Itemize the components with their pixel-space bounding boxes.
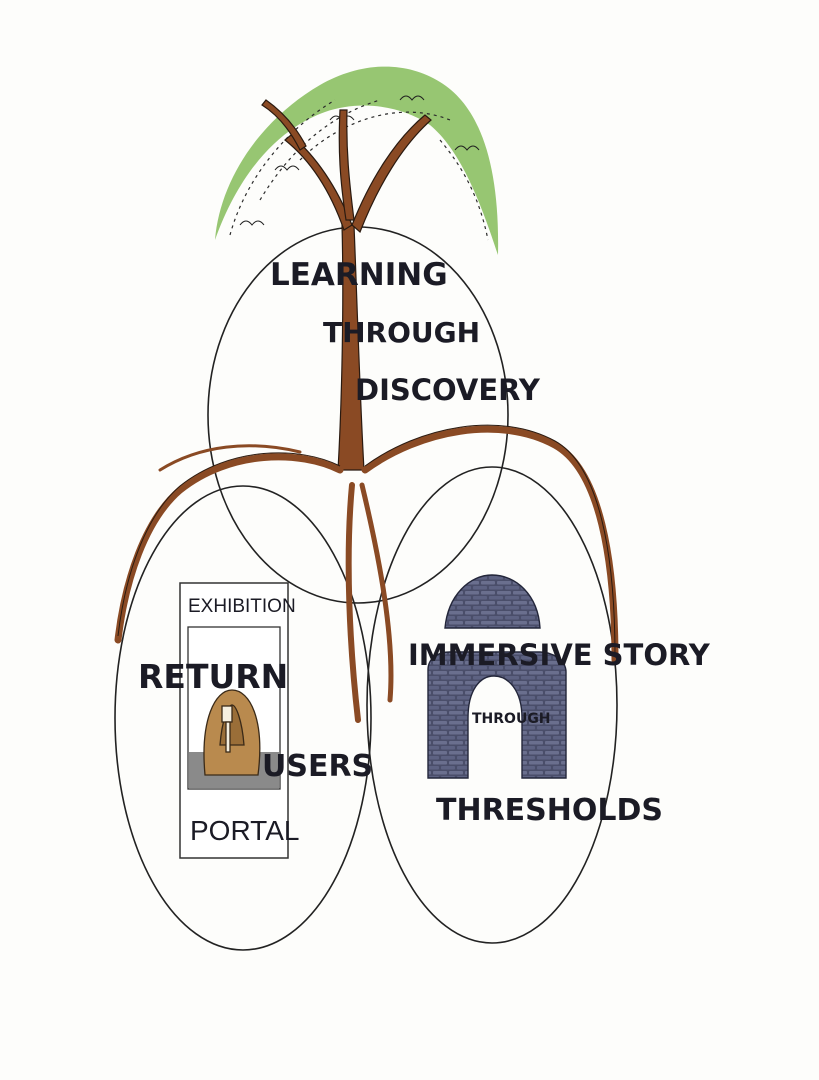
label-immersive-story: IMMERSIVE STORY xyxy=(408,638,711,672)
label-exhibition: EXHIBITION xyxy=(188,596,296,617)
label-users: USERS xyxy=(262,749,373,784)
label-thresholds: THRESHOLDS xyxy=(436,793,663,828)
stone-arch-icon xyxy=(428,575,566,778)
right-circle xyxy=(367,467,617,943)
label-portal: PORTAL xyxy=(190,815,299,846)
label-through-right: THROUGH xyxy=(472,711,551,727)
label-through-top: THROUGH xyxy=(323,316,480,349)
label-discovery: DISCOVERY xyxy=(355,373,541,407)
label-learning: LEARNING xyxy=(270,257,448,293)
label-return: RETURN xyxy=(138,657,288,696)
